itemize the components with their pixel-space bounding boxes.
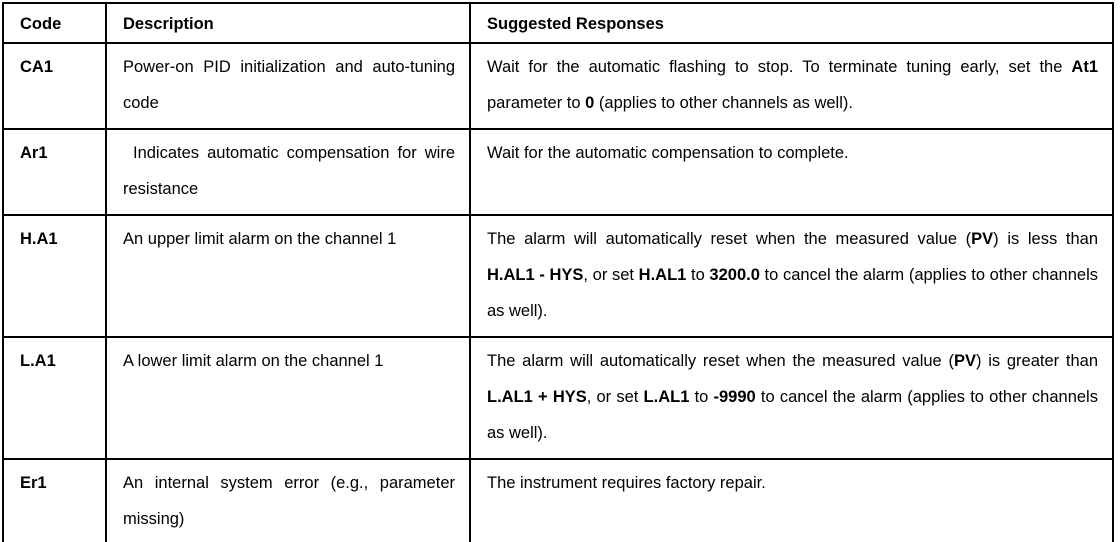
bold-term: At1 [1071, 58, 1098, 76]
bold-term: -9990 [713, 388, 756, 406]
text-run: An internal system error (e.g., paramete… [123, 474, 455, 528]
bold-term: H.AL1 - HYS [487, 266, 584, 284]
text-run: Wait for the automatic flashing to stop.… [487, 58, 1072, 76]
table-body: CA1 Power-on PID initialization and auto-… [2, 42, 1114, 542]
text-run: to [689, 388, 714, 406]
description-cell: An internal system error (e.g., paramete… [105, 458, 471, 542]
text-run: A lower limit alarm on the channel 1 [123, 352, 384, 370]
response-cell: The instrument requires factory repair. [469, 458, 1114, 542]
code-cell: CA1 [2, 42, 107, 130]
code-cell: Er1 [2, 458, 107, 542]
text-run: Wait for the automatic compensation to c… [487, 144, 849, 162]
text-run: The instrument requires factory repair. [487, 474, 766, 492]
table-row: Ar1 Indicates automatic compensation for … [2, 128, 1114, 216]
text-run: to cancel the alarm (applies to other ch… [487, 388, 1098, 442]
table-row: Er1 An internal system error (e.g., param… [2, 458, 1114, 542]
description-cell: Power-on PID initialization and auto-tun… [105, 42, 471, 130]
code-cell: H.A1 [2, 214, 107, 338]
table-row: L.A1 A lower limit alarm on the channel 1… [2, 336, 1114, 460]
description-cell: Indicates automatic compensation for wir… [105, 128, 471, 216]
bold-term: 0 [585, 94, 595, 112]
bold-term: L.AL1 + HYS [487, 388, 587, 406]
text-run: The alarm will automatically reset when … [487, 230, 972, 248]
code-cell: L.A1 [2, 336, 107, 460]
response-cell: Wait for the automatic flashing to stop.… [469, 42, 1114, 130]
column-header-description: Description [105, 2, 471, 44]
text-run: An upper limit alarm on the channel 1 [123, 230, 397, 248]
text-run: ) is greater than [975, 352, 1098, 370]
text-run: parameter to [487, 94, 586, 112]
text-run: The alarm will automatically reset when … [487, 352, 954, 370]
bold-term: PV [953, 352, 976, 370]
code-cell: Ar1 [2, 128, 107, 216]
text-run: to [686, 266, 710, 284]
bold-term: 3200.0 [709, 266, 760, 284]
column-header-suggested-responses: Suggested Responses [469, 2, 1114, 44]
column-header-code: Code [2, 2, 107, 44]
bold-term: L.AL1 [643, 388, 690, 406]
description-cell: A lower limit alarm on the channel 1 [105, 336, 471, 460]
text-run: ) is less than [993, 230, 1098, 248]
text-run: (applies to other channels as well). [594, 94, 853, 112]
description-cell: An upper limit alarm on the channel 1 [105, 214, 471, 338]
bold-term: PV [971, 230, 994, 248]
text-run: Power-on PID initialization and auto-tun… [123, 58, 455, 112]
header-row: Code Description Suggested Responses [2, 2, 1114, 44]
table-row: H.A1 An upper limit alarm on the channel … [2, 214, 1114, 338]
text-run: , or set [583, 266, 639, 284]
table-row: CA1 Power-on PID initialization and auto-… [2, 42, 1114, 130]
response-cell: The alarm will automatically reset when … [469, 336, 1114, 460]
text-run: , or set [586, 388, 644, 406]
response-cell: The alarm will automatically reset when … [469, 214, 1114, 338]
bold-term: H.AL1 [638, 266, 687, 284]
text-run: Indicates automatic compensation for wir… [123, 144, 455, 198]
text-run: to cancel the alarm (applies to other ch… [487, 266, 1098, 320]
response-cell: Wait for the automatic compensation to c… [469, 128, 1114, 216]
